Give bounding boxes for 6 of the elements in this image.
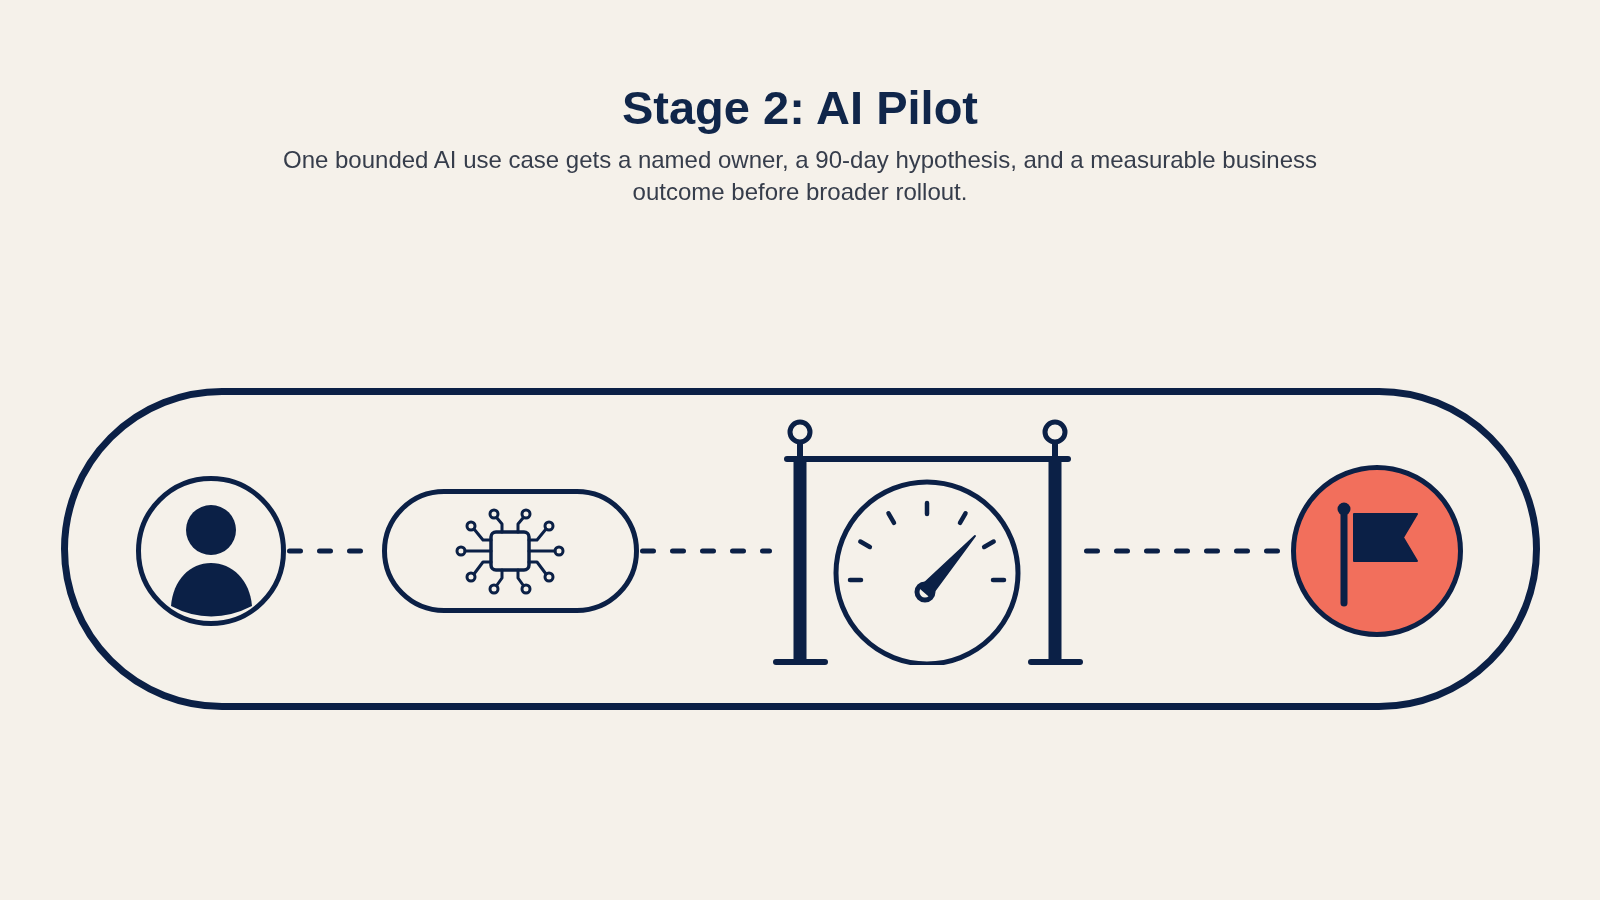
title: Stage 2: AI Pilot [621,80,978,136]
chip-pill [382,489,639,613]
dashed-connector [640,548,772,554]
subtitle: One bounded AI use case gets a named owner, a 90-day hypothesis, and a measurable business outcome before broader rollout. [282,145,1318,207]
gauge-gate-drawing [773,419,1083,665]
avatar-circle [136,476,286,626]
